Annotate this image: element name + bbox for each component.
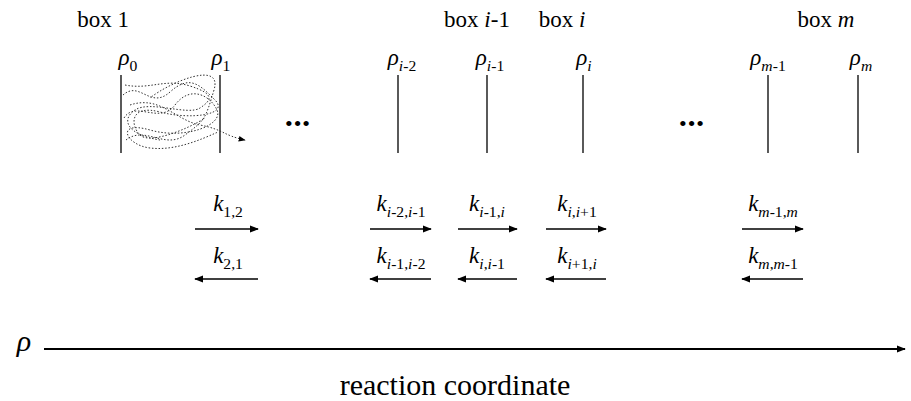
box-label: box m	[798, 7, 855, 32]
box-label: box i	[539, 7, 586, 32]
boundary-label: ρi	[576, 45, 591, 70]
rate-constant: ki-2,i-1	[377, 191, 426, 216]
rate-constant: km,m-1	[748, 243, 798, 268]
boundary-label: ρm-1	[750, 45, 785, 70]
rate-constant: k1,2	[213, 191, 243, 216]
rate-constant: ki,i+1	[557, 191, 596, 216]
rate-arrows	[195, 229, 803, 279]
boundary-label: ρ1	[212, 45, 231, 70]
trajectories	[123, 75, 245, 148]
box-label: box i-1	[444, 7, 510, 32]
boundary-label: ρm	[850, 45, 872, 70]
reaction-axis	[44, 348, 905, 350]
rate-constant: ki+1,i	[557, 243, 596, 268]
ellipsis: •••	[679, 112, 705, 136]
axis-symbol: ρ	[17, 324, 31, 357]
rate-constant: k2,1	[213, 243, 243, 268]
rate-constant: km-1,m	[748, 191, 798, 216]
boundary-label: ρi-2	[388, 45, 416, 70]
box-boundaries	[121, 75, 858, 153]
rate-constant: ki-1,i	[469, 191, 505, 216]
box-label: box 1	[77, 7, 129, 32]
boundary-label: ρi-1	[476, 45, 504, 70]
boundary-label: ρ0	[119, 45, 138, 70]
rate-constant: ki,i-1	[469, 243, 505, 268]
axis-label: reaction coordinate	[340, 368, 571, 401]
rate-constant: ki-1,i-2	[377, 243, 426, 268]
ellipsis: •••	[285, 112, 311, 136]
